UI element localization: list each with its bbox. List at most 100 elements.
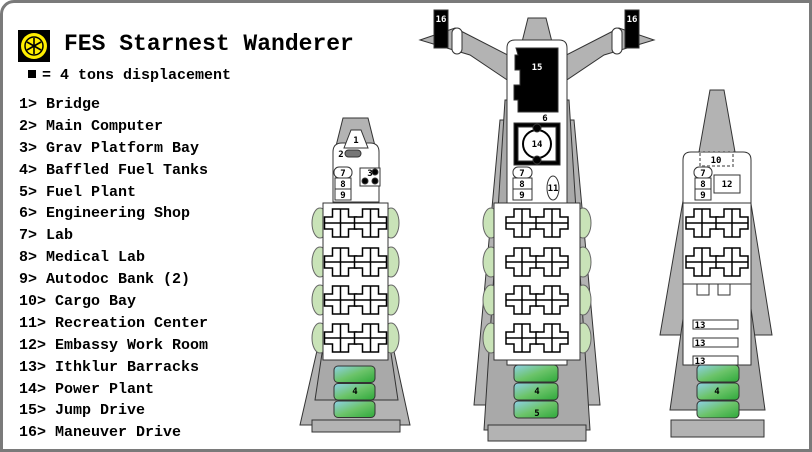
room-number-label: 16 <box>627 15 638 25</box>
stateroom-cluster <box>353 323 388 353</box>
bridge-room <box>343 129 369 149</box>
room-number-label: 13 <box>695 339 706 349</box>
legend-item: 1> Bridge <box>19 96 101 113</box>
room-legend: 1> Bridge 2> Main Computer 3> Grav Platf… <box>19 94 208 444</box>
room-number-label: 13 <box>695 321 706 331</box>
fuel-tank <box>696 400 740 419</box>
scale-square-icon <box>28 70 36 78</box>
fuel-tanks <box>333 365 376 418</box>
room-number-label: 3 <box>367 169 372 179</box>
room-number-label: 4 <box>534 387 540 397</box>
fuel-tanks <box>696 364 740 419</box>
barracks-square <box>717 282 731 296</box>
grav-platform-icon <box>371 168 379 176</box>
stateroom-cluster <box>353 208 388 238</box>
drive-pod <box>611 27 623 55</box>
legend-item: 9> Autodoc Bank (2) <box>19 271 191 289</box>
stateroom-cluster <box>505 285 539 315</box>
stateroom-cluster <box>685 208 719 238</box>
fuel-tank <box>333 365 376 383</box>
fuel-tank <box>696 382 740 401</box>
stateroom-cluster <box>535 323 569 353</box>
stateroom-cluster <box>505 323 539 353</box>
fuel-tank <box>333 383 376 401</box>
legend-item: 13> Ithklur Barracks <box>19 358 200 376</box>
scale-text: = 4 tons displacement <box>42 67 232 84</box>
room-number-label: 9 <box>519 191 524 201</box>
room-number-label: 1 <box>353 136 358 146</box>
stateroom-cluster <box>505 247 539 277</box>
cabin-modules <box>311 202 400 361</box>
legend-item: 14> Power Plant <box>19 380 155 398</box>
room-number-label: 12 <box>722 180 733 190</box>
fuel-tanks <box>513 364 559 419</box>
power-plant-node <box>532 155 542 165</box>
embassy-room <box>713 174 741 194</box>
room-number-label: 7 <box>700 169 705 179</box>
room-number-label: 8 <box>519 180 524 190</box>
autodoc-room <box>512 188 533 201</box>
hull-plate <box>670 419 765 438</box>
legend-item: 16> Maneuver Drive <box>19 424 182 442</box>
stateroom-cluster <box>715 208 749 238</box>
drive-pod <box>451 27 463 55</box>
legend-item: 8> Medical Lab <box>19 249 146 267</box>
legend-item: 4> Baffled Fuel Tanks <box>19 161 209 179</box>
grav-platform-icon <box>371 177 379 185</box>
sun-emblem-icon <box>18 30 50 62</box>
cabin-modules <box>482 202 592 361</box>
legend-item: 3> Grav Platform Bay <box>19 139 200 157</box>
autodoc-room <box>334 188 352 201</box>
room-number-label: 9 <box>700 191 705 201</box>
legend-item: 2> Main Computer <box>19 117 164 135</box>
legend-item: 15> Jump Drive <box>19 402 146 420</box>
room-number-label: 16 <box>436 15 447 25</box>
legend-item: 11> Recreation Center <box>19 314 209 332</box>
room-number-label: 11 <box>548 184 559 194</box>
room-number-label: 5 <box>534 409 539 419</box>
stateroom-cluster <box>323 247 358 277</box>
scale-note: = 4 tons displacement <box>28 67 231 84</box>
fuel-tank <box>513 382 559 401</box>
jump-drive <box>513 47 559 113</box>
legend-item: 12> Embassy Work Room <box>19 336 209 354</box>
stateroom-cluster <box>353 285 388 315</box>
room-number-label: 9 <box>340 191 345 201</box>
room-number-label: 4 <box>352 387 358 397</box>
barracks-bunk <box>692 337 739 348</box>
cabin-modules <box>682 202 752 285</box>
fuel-tank <box>333 400 376 418</box>
room-number-label: 13 <box>695 357 706 367</box>
barracks-bunk <box>692 319 739 330</box>
stateroom-cluster <box>685 247 719 277</box>
fuel-tank <box>513 364 559 383</box>
room-number-label: 4 <box>714 387 720 397</box>
stateroom-cluster <box>535 208 569 238</box>
room-number-label: 6 <box>542 114 547 124</box>
fuel-tank <box>513 400 559 419</box>
grav-platform-icon <box>361 177 369 185</box>
barracks-square <box>696 282 710 296</box>
stateroom-cluster <box>353 247 388 277</box>
legend-item: 10> Cargo Bay <box>19 293 137 311</box>
stateroom-cluster <box>323 323 358 353</box>
room-number-label: 14 <box>532 140 543 150</box>
stateroom-cluster <box>715 247 749 277</box>
right-deck: 10 12 789 13 13 13 4 <box>659 89 773 438</box>
recreation-room <box>546 175 560 201</box>
power-plant-node <box>532 123 542 133</box>
room-number-label: 8 <box>700 180 705 190</box>
stateroom-cluster <box>323 208 358 238</box>
fuel-tank <box>696 364 740 383</box>
nose <box>521 17 553 43</box>
stateroom-cluster <box>535 247 569 277</box>
room-number-label: 2 <box>338 150 343 160</box>
room-number-label: 10 <box>711 156 722 166</box>
